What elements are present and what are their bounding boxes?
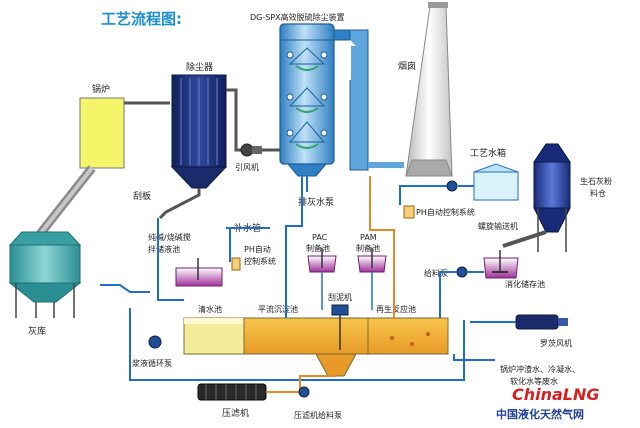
sedimentation-label: 平流沉淀池 <box>258 304 298 314</box>
watermark-brand: ChinaLNG <box>512 385 600 404</box>
tower-label: DG-SPX高效脱硫除尘装置 <box>250 12 345 22</box>
watermark-subtitle: 中国液化天然气网 <box>496 407 584 421</box>
slurry-pump-label: 浆液循环泵 <box>132 358 172 368</box>
mud-scraper-label: 刮泥机 <box>328 292 352 302</box>
pac-label-1: PAC <box>312 233 328 242</box>
roots-blower-label: 罗茨风机 <box>540 338 572 348</box>
chimney-label: 烟囱 <box>398 60 416 72</box>
pac-tank <box>307 248 337 273</box>
ph-control-small-label-2: 控制系统 <box>244 256 276 266</box>
scraper-conveyor <box>158 188 201 220</box>
ph-control-small-label-1: PH自动 <box>244 244 271 254</box>
ph-control-main-label: PH自动控制系统 <box>416 207 475 217</box>
dust-collector-label: 除尘器 <box>186 61 213 73</box>
roots-blower <box>470 314 568 330</box>
waste-water-label-2: 软化水等废水 <box>510 376 558 386</box>
clear-pool-label: 清水池 <box>198 304 222 314</box>
pam-label-1: PAM <box>360 233 377 242</box>
boiler <box>79 97 125 169</box>
tank-pump <box>446 180 458 192</box>
feed-pump-label: 给料泵 <box>424 268 448 278</box>
waste-water-label-1: 锅炉冲渣水、冷凝水、 <box>500 364 580 374</box>
filter-press-label: 压滤机 <box>222 407 249 419</box>
alkali-tank-label-1: 纯碱/烧碱搅 <box>148 232 191 242</box>
lime-silo-label-2: 料仓 <box>590 188 606 198</box>
clean-gas-duct <box>333 29 369 171</box>
screw-conveyor <box>502 230 547 248</box>
watermark: ChinaLNG 中国液化天然气网 <box>496 385 600 421</box>
fan-label: 引风机 <box>235 162 259 172</box>
boiler-label: 锅炉 <box>92 83 110 95</box>
ph-controller-small <box>231 257 241 271</box>
press-feed-pump-label: 压滤机给料泵 <box>294 410 342 420</box>
lime-tank-label: 消化储存池 <box>505 279 545 289</box>
regen-pool-label: 再生反应池 <box>376 304 416 314</box>
pool-system <box>183 317 449 377</box>
collector-outlet-pipe <box>226 88 270 152</box>
desulfurization-tower <box>279 23 335 177</box>
pam-label-2: 制备池 <box>356 243 380 253</box>
pam-tank <box>357 248 387 273</box>
alkali-tank-label-2: 拌储液池 <box>148 244 180 254</box>
lime-storage-tank <box>483 250 519 279</box>
ph-controller-main <box>403 205 415 219</box>
pac-label-2: 制备池 <box>306 243 330 253</box>
induced-fan <box>240 143 262 157</box>
dust-collector <box>170 74 228 189</box>
scraper-label: 刮板 <box>133 190 151 202</box>
chimney <box>405 2 453 177</box>
ash-store-label: 灰库 <box>28 325 46 337</box>
mud-scraper <box>331 304 349 350</box>
lime-silo <box>533 143 571 252</box>
water-tank-label: 工艺水箱 <box>470 147 506 159</box>
press-feed-pump <box>298 386 310 398</box>
feed-pump <box>456 266 468 278</box>
screw-conveyor-label: 螺旋输送机 <box>478 221 518 231</box>
ash-store <box>8 231 82 318</box>
ash-pump-label: 排灰水泵 <box>298 196 334 208</box>
filter-press <box>197 383 267 401</box>
slurry-pump <box>148 335 162 349</box>
recycle-pipe <box>369 176 395 318</box>
process-water-tank <box>473 163 519 201</box>
alkali-mixing-tank <box>175 258 223 287</box>
page-title: 工艺流程图: <box>101 10 182 28</box>
lime-silo-label-1: 生石灰粉 <box>580 176 612 186</box>
